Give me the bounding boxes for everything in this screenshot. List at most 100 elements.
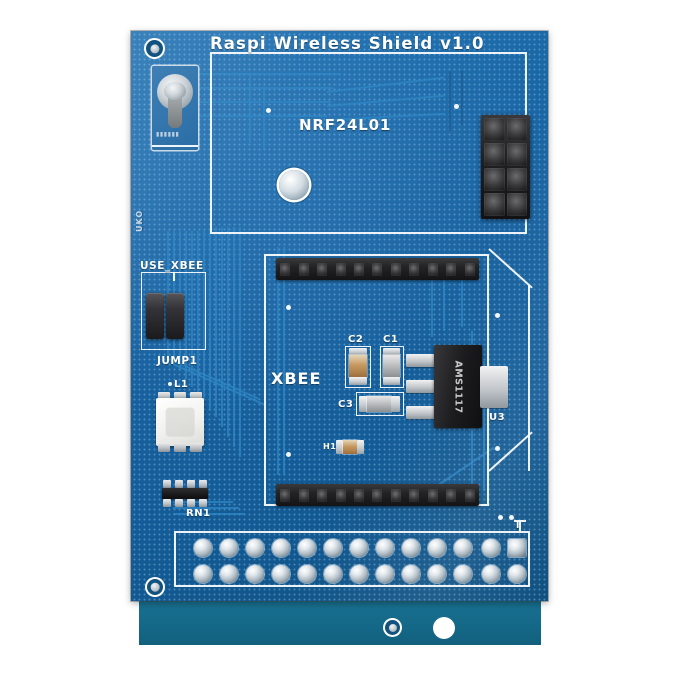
h1-component [343, 440, 357, 454]
trace [185, 231, 187, 379]
rn1-pad [175, 499, 183, 507]
trace [191, 101, 331, 103]
use-xbee-label: USE_XBEE [140, 260, 204, 272]
trace [239, 227, 241, 457]
h1-terminal-left [336, 440, 343, 454]
regulator-pin [406, 406, 438, 419]
c1-outline [380, 346, 404, 388]
via [286, 305, 291, 310]
c3-terminal-left [359, 396, 367, 412]
header-pin [427, 488, 438, 502]
trace [221, 227, 223, 427]
jumper-tick [173, 272, 175, 281]
pin-row [276, 258, 479, 280]
pin1-marker-label: I [516, 521, 520, 531]
pin1-marker-line [519, 521, 521, 531]
gpio-pad[interactable] [402, 539, 420, 557]
header-pin [372, 262, 383, 276]
via [498, 515, 503, 520]
header-pin [506, 118, 527, 141]
gpio-pad[interactable] [376, 539, 394, 557]
gpio-pad[interactable] [428, 565, 446, 583]
trace [191, 115, 327, 117]
trace [227, 227, 229, 437]
gpio-pad[interactable] [272, 539, 290, 557]
c2-outline [345, 346, 371, 388]
gpio-pad[interactable] [298, 565, 316, 583]
gpio-pad[interactable] [298, 539, 316, 557]
header-pin [280, 488, 291, 502]
trace [215, 227, 217, 417]
rn1-pad [187, 480, 195, 488]
xbee-socket-bottom[interactable] [276, 484, 479, 506]
led-lens [165, 407, 195, 437]
rn1-resistor-network [162, 488, 208, 499]
header-pin [464, 262, 475, 276]
header-pin [506, 193, 527, 216]
header-pin [335, 488, 346, 502]
led-pad [190, 443, 202, 452]
mounting-hole-tab-white [433, 617, 455, 639]
gpio-pad[interactable] [324, 539, 342, 557]
gpio-pad[interactable] [482, 539, 500, 557]
jumper-label: JUMP1 [157, 355, 198, 367]
rn1-pad [199, 480, 207, 488]
header-pin [354, 488, 365, 502]
gpio-pad[interactable] [402, 565, 420, 583]
gpio-pad[interactable] [454, 539, 472, 557]
gpio-pad[interactable] [246, 565, 264, 583]
gpio-pad[interactable] [220, 539, 238, 557]
gpio-pad[interactable] [194, 539, 212, 557]
gpio-pad[interactable] [508, 565, 526, 583]
regulator-label: U3 [489, 412, 506, 423]
jumper-block[interactable] [166, 293, 184, 339]
trace [431, 267, 433, 337]
led-pad [158, 443, 170, 452]
header-pin [390, 262, 401, 276]
header-pin [484, 168, 505, 191]
gpio-pad[interactable] [482, 565, 500, 583]
header-pin [427, 262, 438, 276]
trace [191, 87, 333, 89]
gpio-pad[interactable] [194, 565, 212, 583]
gpio-pad[interactable] [220, 565, 238, 583]
gpio-pad[interactable] [350, 539, 368, 557]
gpio-pad[interactable] [376, 565, 394, 583]
header-pin [484, 193, 505, 216]
h1-label: H1 [323, 442, 337, 451]
trace [449, 71, 451, 131]
gpio-pad[interactable] [272, 565, 290, 583]
trace [233, 227, 235, 447]
header-pin [298, 488, 309, 502]
trace [461, 271, 463, 327]
gpio-pad[interactable] [246, 539, 264, 557]
trace [249, 73, 251, 143]
c2-capacitor [349, 355, 367, 377]
via [509, 515, 514, 520]
header-pin [280, 262, 291, 276]
use-xbee-jumper[interactable] [146, 293, 184, 339]
rn1-pad [199, 499, 207, 507]
gpio-pad[interactable] [324, 565, 342, 583]
led-pad [174, 443, 186, 452]
c1-terminal-bottom [383, 377, 400, 385]
led-pad [190, 392, 202, 401]
header-pin [409, 262, 420, 276]
c1-capacitor [383, 355, 400, 377]
header-pin [446, 488, 457, 502]
xbee-socket-top[interactable] [276, 258, 479, 280]
nrf24l01-header-2x4[interactable] [481, 115, 530, 219]
header-pin [446, 262, 457, 276]
jumper-block[interactable] [146, 293, 164, 339]
trace [209, 231, 211, 411]
mounting-hole-tab [385, 620, 400, 635]
gpio-pad[interactable] [428, 539, 446, 557]
gpio-pad[interactable] [454, 565, 472, 583]
gpio-pad-pin1[interactable] [508, 539, 526, 557]
header-pin [506, 143, 527, 166]
rgb-led-l1 [156, 398, 204, 446]
gpio-pad[interactable] [350, 565, 368, 583]
ams1117-regulator: AMS1117 [434, 345, 482, 428]
antenna-marking: ▮▮▮▮▮▮ [156, 131, 180, 138]
